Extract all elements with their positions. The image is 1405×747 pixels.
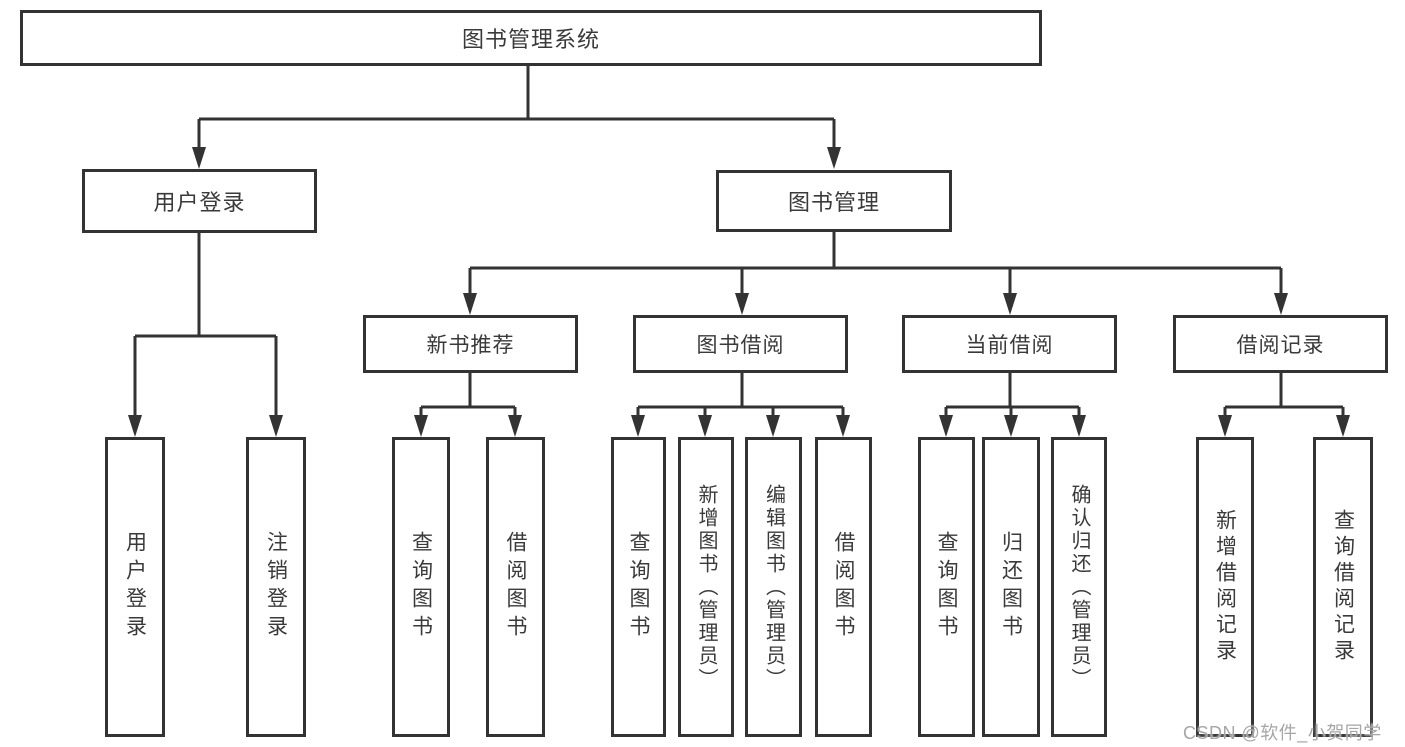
node-current-borrowing-label: 当前借阅	[965, 334, 1054, 357]
leaf-logout-label: 注销登录	[264, 531, 288, 643]
connector-root-to-level2	[192, 66, 841, 169]
leaf-add-borrow-record: 新增借阅记录	[1196, 437, 1254, 737]
leaf-borrow-books-recommend-label: 借阅图书	[504, 531, 527, 643]
connector-book-borrowing-to-leaves	[631, 373, 850, 437]
leaf-borrow-books-recommend: 借阅图书	[486, 437, 545, 737]
leaf-borrow-books-borrowing: 借阅图书	[815, 437, 872, 737]
leaf-query-books-current: 查询图书	[918, 437, 975, 737]
connector-new-book-recommend-to-leaves	[414, 373, 522, 437]
leaf-edit-books-admin: 编辑图书（管理员）	[745, 437, 802, 737]
leaf-edit-books-admin-label: 编辑图书（管理员）	[762, 483, 785, 691]
node-borrowing-records: 借阅记录	[1173, 315, 1388, 373]
leaf-confirm-return-admin: 确认归还（管理员）	[1051, 437, 1107, 737]
leaf-borrow-books-borrowing-label: 借阅图书	[832, 531, 855, 643]
connector-book-management-to-level3	[463, 232, 1288, 315]
leaf-user-login-label: 用户登录	[123, 531, 147, 643]
node-root: 图书管理系统	[20, 10, 1042, 66]
connector-borrowing-records-to-leaves	[1218, 373, 1350, 437]
leaf-logout: 注销登录	[246, 437, 306, 737]
node-user-login-label: 用户登录	[153, 190, 246, 215]
node-book-management: 图书管理	[716, 170, 952, 232]
connector-current-borrowing-to-leaves	[939, 373, 1086, 437]
node-borrowing-records-label: 借阅记录	[1236, 334, 1325, 357]
leaf-add-borrow-record-label: 新增借阅记录	[1213, 509, 1237, 665]
leaf-query-books-recommend: 查询图书	[392, 437, 450, 737]
node-book-management-label: 图书管理	[787, 190, 880, 215]
connector-user-login-to-leaves	[128, 233, 283, 437]
leaf-query-books-borrowing-label: 查询图书	[627, 531, 650, 643]
leaf-user-login: 用户登录	[105, 437, 165, 737]
leaf-return-books: 归还图书	[982, 437, 1040, 737]
leaf-query-borrow-record-label: 查询借阅记录	[1331, 509, 1355, 665]
node-new-book-recommend: 新书推荐	[363, 315, 578, 373]
node-book-borrowing-label: 图书借阅	[696, 334, 785, 357]
leaf-confirm-return-admin-label: 确认归还（管理员）	[1068, 483, 1090, 691]
node-current-borrowing: 当前借阅	[902, 315, 1117, 373]
node-root-label: 图书管理系统	[461, 27, 600, 52]
leaf-query-books-current-label: 查询图书	[935, 531, 958, 643]
leaf-add-books-admin: 新增图书（管理员）	[678, 437, 734, 737]
leaf-add-books-admin-label: 新增图书（管理员）	[695, 483, 717, 691]
leaf-query-books-borrowing: 查询图书	[611, 437, 666, 737]
node-user-login: 用户登录	[82, 169, 317, 233]
watermark-text: CSDN @软件_小贺同学	[1183, 723, 1382, 743]
node-book-borrowing: 图书借阅	[633, 315, 848, 373]
leaf-query-books-recommend-label: 查询图书	[409, 531, 433, 643]
leaf-return-books-label: 归还图书	[999, 531, 1023, 643]
node-new-book-recommend-label: 新书推荐	[426, 334, 515, 357]
leaf-query-borrow-record: 查询借阅记录	[1313, 437, 1373, 737]
